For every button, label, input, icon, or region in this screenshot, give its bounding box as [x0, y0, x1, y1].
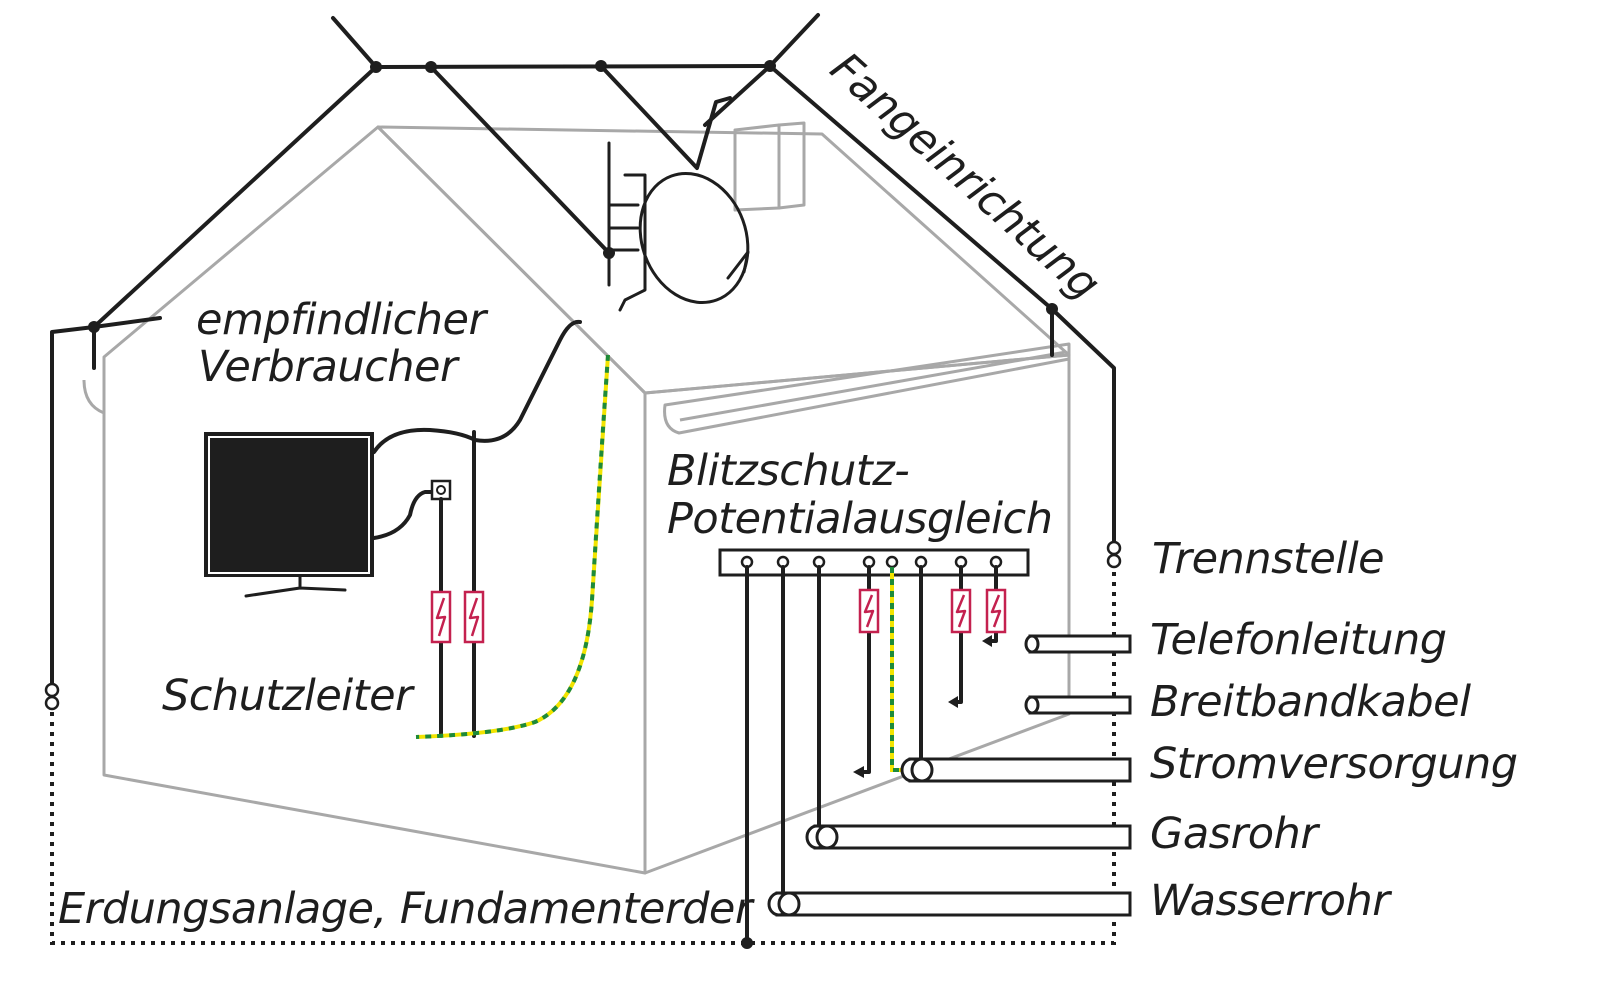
- air-termination-system: [50, 13, 1116, 685]
- antenna-cable: [372, 319, 582, 454]
- chimney-icon: [733, 121, 806, 212]
- water-pipe: [767, 891, 1132, 917]
- gas-pipe: [805, 824, 1132, 850]
- label-sensitive-device-1: empfindlicher: [196, 295, 489, 345]
- label-earthing: Erdungsanlage, Fundamenterder: [58, 884, 755, 934]
- tv-icon: [204, 432, 374, 598]
- surge-arrester-icon: [985, 588, 1007, 634]
- broadband-cable-pipe: [1024, 695, 1132, 715]
- surge-arrester-icon: [430, 590, 452, 644]
- tv-power-cable: [372, 490, 434, 540]
- label-sensitive-device-2: Verbraucher: [198, 342, 460, 392]
- label-water-pipe: Wasserrohr: [1150, 876, 1392, 926]
- surge-arrester-icon: [950, 588, 972, 634]
- label-air-termination: Fangeinrichtung: [821, 43, 1109, 310]
- test-joint-right: [1106, 540, 1122, 569]
- test-joint-left: [44, 682, 60, 711]
- label-phone-line: Telefonleitung: [1150, 615, 1447, 665]
- label-equipotential-2: Potentialausgleich: [667, 494, 1052, 544]
- surge-arrester-icon: [463, 590, 485, 644]
- label-broadband-cable: Breitbandkabel: [1150, 677, 1471, 727]
- equipotential-bonding-bar: [718, 548, 1030, 577]
- label-equipotential-1: Blitzschutz-: [667, 446, 909, 496]
- label-test-joint: Trennstelle: [1152, 534, 1384, 584]
- surge-arrester-icon: [858, 588, 880, 634]
- wall-socket-icon: [430, 479, 452, 501]
- phone-line-pipe: [1024, 634, 1132, 654]
- label-protective-conductor: Schutzleiter: [162, 671, 415, 721]
- label-power-supply: Stromversorgung: [1150, 739, 1518, 789]
- label-gas-pipe: Gasrohr: [1150, 809, 1320, 859]
- protective-conductor-line: [415, 354, 610, 739]
- power-supply-pipe: [900, 757, 1132, 783]
- earth-electrode-line: [50, 568, 1116, 945]
- satellite-dish-icon: [607, 141, 750, 312]
